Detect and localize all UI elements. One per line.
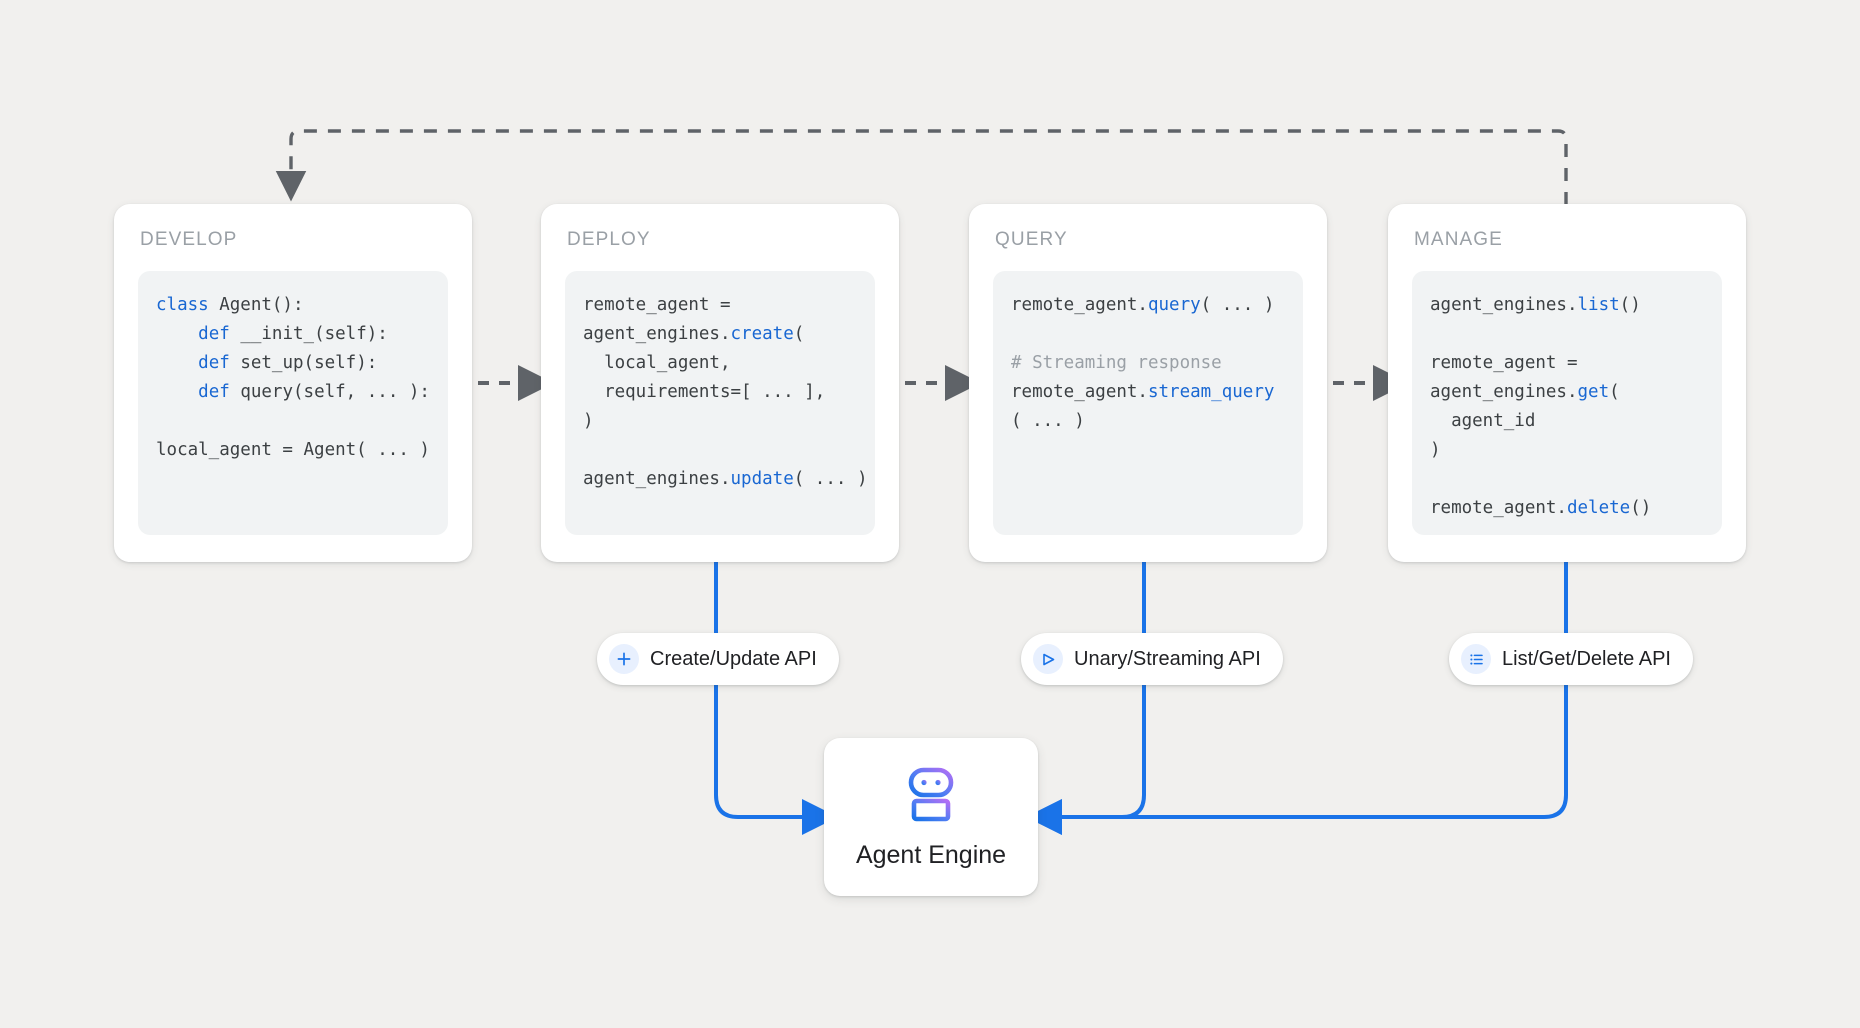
api-pill-list-get-delete[interactable]: List/Get/Delete API bbox=[1449, 633, 1693, 685]
stage-title-manage: MANAGE bbox=[1414, 229, 1503, 250]
api-pill-label: List/Get/Delete API bbox=[1502, 648, 1671, 670]
feedback-loop-arrow bbox=[275, 129, 1568, 205]
plus-icon bbox=[609, 644, 639, 674]
wire-deploy-to-agent-engine bbox=[714, 562, 838, 835]
stage-title-develop: DEVELOP bbox=[140, 229, 238, 250]
code-block-develop: class Agent(): def __init_(self): def se… bbox=[138, 271, 448, 535]
send-triangle-icon bbox=[1033, 644, 1063, 674]
api-pill-label: Unary/Streaming API bbox=[1074, 648, 1261, 670]
code-block-manage: agent_engines.list() remote_agent = agen… bbox=[1412, 271, 1722, 535]
code-block-query: remote_agent.query( ... ) # Streaming re… bbox=[993, 271, 1303, 535]
wire-query-to-agent-engine bbox=[1026, 562, 1146, 835]
code-block-deploy: remote_agent = agent_engines.create( loc… bbox=[565, 271, 875, 535]
stage-title-query: QUERY bbox=[995, 229, 1068, 250]
api-pill-unary-streaming[interactable]: Unary/Streaming API bbox=[1021, 633, 1283, 685]
agent-engine-node[interactable]: Agent Engine bbox=[824, 738, 1038, 896]
stage-card-query: QUERY remote_agent.query( ... ) # Stream… bbox=[969, 204, 1327, 562]
api-pill-label: Create/Update API bbox=[650, 648, 817, 670]
list-icon bbox=[1461, 644, 1491, 674]
stage-card-manage: MANAGE agent_engines.list() remote_agent… bbox=[1388, 204, 1746, 562]
robot-icon bbox=[900, 766, 962, 829]
wire-manage-to-agent-engine bbox=[1026, 562, 1568, 835]
stage-title-deploy: DEPLOY bbox=[567, 229, 651, 250]
stage-card-deploy: DEPLOY remote_agent = agent_engines.crea… bbox=[541, 204, 899, 562]
agent-engine-label: Agent Engine bbox=[855, 841, 1007, 869]
api-pill-create-update[interactable]: Create/Update API bbox=[597, 633, 839, 685]
stage-card-develop: DEVELOP class Agent(): def __init_(self)… bbox=[114, 204, 472, 562]
